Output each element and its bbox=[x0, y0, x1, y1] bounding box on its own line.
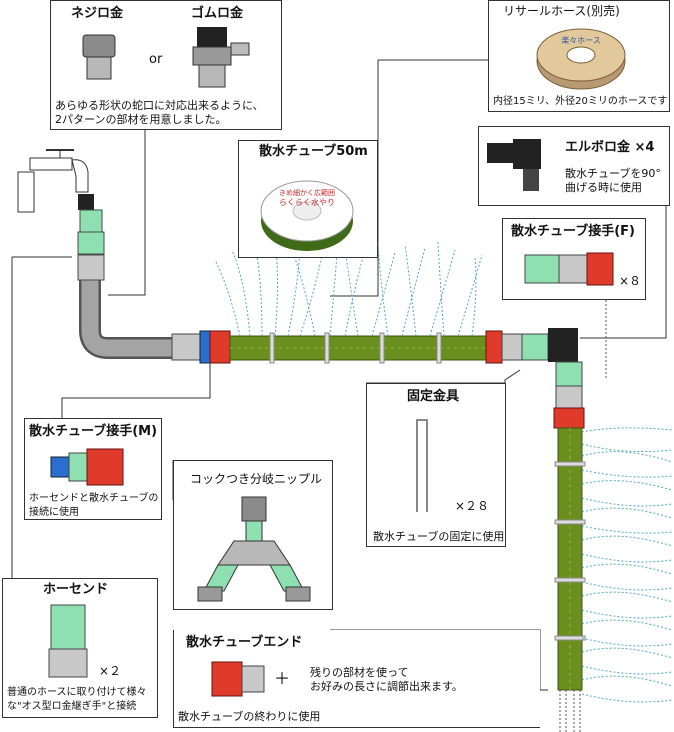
fixing-desc: 散水チューブの固定に使用 bbox=[373, 530, 505, 543]
hose-end-desc-1: 普通のホースに取り付けて様々 bbox=[7, 687, 147, 698]
fixing-bracket-image bbox=[416, 419, 428, 512]
screw-adapter-image bbox=[82, 34, 116, 80]
branch-nipple-box: コックつき分岐ニップル bbox=[173, 460, 333, 610]
nejiro-title: ネジロ金 bbox=[71, 6, 124, 21]
elbow-desc-1: 散水チューブを90° bbox=[565, 167, 661, 180]
joint-f-image bbox=[524, 252, 614, 286]
hose-end-count: ×２ bbox=[99, 664, 122, 678]
plus-sign: ＋ bbox=[274, 669, 291, 688]
joint-m-title: 散水チューブ接手(M) bbox=[29, 424, 158, 439]
faucet-adapter-box: ネジロ金 ゴムロ金 or あらゆる形状の蛇口に対応出来るように、 2パターンの部… bbox=[50, 0, 282, 130]
hose-end-box: ホーセンド ×２ 普通のホースに取り付けて様々 な"オス型ロ金継ぎ手"と接続 bbox=[2, 578, 158, 718]
elbow-desc-2: 曲げる時に使用 bbox=[565, 181, 642, 194]
branch-title: コックつき分岐ニップル bbox=[190, 472, 323, 486]
branch-nipple-image bbox=[197, 496, 311, 602]
optional-hose-desc: 内径15ミリ、外径20ミリのホースです bbox=[493, 96, 668, 107]
optional-hose-label: 楽々ホース bbox=[561, 35, 601, 45]
rubber-adapter-image bbox=[192, 27, 250, 88]
tube-reel-box: 散水チューブ50m きめ細かく広範囲 らくらく水やり bbox=[238, 140, 378, 258]
joint-m-desc-1: ホーセンドと散水チューブの bbox=[29, 493, 159, 504]
horizontal-fittings bbox=[171, 330, 231, 364]
elbow-box: エルボロ金 ×4 散水チューブを90° 曲げる時に使用 bbox=[478, 126, 670, 206]
joint-f-box: 散水チューブ接手(F) ×８ bbox=[502, 218, 646, 300]
horizontal-tube bbox=[229, 330, 549, 364]
reel-label-2: らくらく水やり bbox=[279, 197, 335, 207]
connector-lines bbox=[11, 59, 667, 691]
spray-sideways bbox=[581, 427, 673, 703]
hose-end-desc-2: な"オス型ロ金継ぎ手"と接続 bbox=[7, 701, 137, 712]
or-label: or bbox=[149, 52, 163, 67]
tube-end-title: 散水チューブエンド bbox=[186, 635, 303, 650]
joint-m-image bbox=[50, 448, 124, 486]
tube-end-desc-1: 残りの部材を使って bbox=[310, 666, 409, 679]
garden-hose bbox=[77, 209, 175, 359]
faucet-illustration bbox=[17, 149, 94, 213]
hose-end-title: ホーセンド bbox=[43, 582, 109, 597]
reel-label-1: きめ細かく広範囲 bbox=[279, 188, 335, 197]
hose-end-image bbox=[48, 604, 88, 678]
joint-m-box: 散水チューブ接手(M) ホーセンドと散水チューブの 接続に使用 bbox=[24, 418, 162, 520]
tube-end-desc-2: お好みの長さに調節出来ます。 bbox=[310, 680, 463, 693]
fixing-count: ×２８ bbox=[455, 499, 490, 513]
nejiro-desc-1: あらゆる形状の蛇口に対応出来るように、 bbox=[55, 99, 264, 112]
elbow-fitting bbox=[548, 328, 585, 429]
reel-title: 散水チューブ50m bbox=[259, 144, 368, 159]
gomuro-title: ゴムロ金 bbox=[191, 6, 244, 21]
vertical-tube bbox=[554, 427, 586, 732]
tube-reel-image: きめ細かく広範囲 らくらく水やり bbox=[260, 180, 354, 251]
elbow-title: エルボロ金 ×4 bbox=[565, 140, 655, 155]
joint-f-count: ×８ bbox=[619, 274, 642, 288]
optional-hose-image: 楽々ホース bbox=[536, 28, 626, 90]
elbow-image bbox=[487, 139, 541, 191]
optional-hose-title: リサールホース(別売) bbox=[503, 4, 620, 18]
tube-end-image bbox=[211, 661, 265, 697]
nejiro-desc-2: 2パターンの部材を用意しました。 bbox=[55, 113, 227, 126]
joint-m-desc-2: 接続に使用 bbox=[29, 507, 79, 518]
joint-f-title: 散水チューブ接手(F) bbox=[511, 224, 635, 239]
tube-end-footer: 散水チューブの終わりに使用 bbox=[178, 710, 321, 723]
optional-hose-box: リサールホース(別売) 楽々ホース 内径15ミリ、外径20ミリのホースです bbox=[488, 0, 670, 112]
tube-end-box: 散水チューブエンド ＋ 残りの部材を使って お好みの長さに調節出来ます。 散水チ… bbox=[173, 630, 540, 728]
fixing-title: 固定金具 bbox=[407, 389, 460, 404]
fixing-box: 固定金具 ×２８ 散水チューブの固定に使用 bbox=[366, 383, 506, 547]
